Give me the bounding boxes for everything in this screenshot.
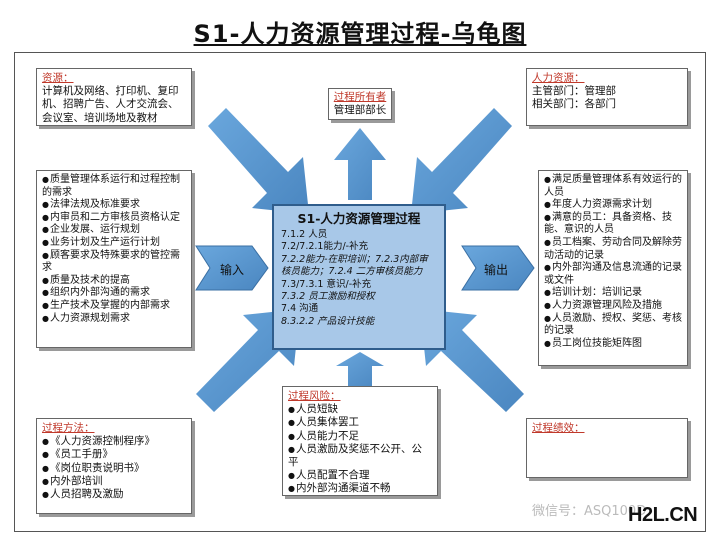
risk-item: 人员集体罢工	[288, 416, 432, 429]
method-item: 内外部培训	[42, 475, 186, 488]
output-chevron-arrow	[461, 245, 535, 291]
output-item: 满足质量管理体系有效运行的人员	[544, 174, 682, 199]
resources-heading: 资源：	[42, 72, 74, 84]
input-item: 组织内外部沟通的需求	[42, 287, 186, 300]
human-resources-box: 人力资源： 主管部门：管理部 相关部门：各部门	[526, 68, 688, 126]
risk-item: 人员配置不合理	[288, 469, 432, 482]
clause-item: 7.3.2 员工激励和授权	[281, 291, 375, 303]
input-chevron-arrow	[195, 245, 269, 291]
clause-item: 7.4 沟通	[281, 303, 319, 315]
input-item: 法律法规及标准要求	[42, 199, 186, 212]
output-item: 人员激励、授权、奖惩、考核的记录	[544, 313, 682, 338]
output-item: 满意的员工：具备资格、技能、意识的人员	[544, 212, 682, 237]
clause-item: 7.1.2 人员	[281, 229, 328, 240]
output-item: 员工岗位技能矩阵图	[544, 338, 682, 351]
input-item: 质量及技术的提高	[42, 275, 186, 288]
wechat-watermark: 微信号：ASQ100D	[532, 504, 647, 519]
input-item: 顾客要求及特殊要求的管控需求	[42, 250, 186, 275]
risk-item: 内外部沟通渠道不畅	[288, 482, 432, 495]
output-item: 培训计划：培训记录	[544, 287, 682, 300]
method-item: 《员工手册》	[42, 448, 186, 461]
resources-box: 资源： 计算机及网络、打印机、复印机、招聘广告、人才交流会、会议室、培训场地及教…	[36, 68, 192, 126]
input-item: 企业发展、运行规划	[42, 224, 186, 237]
process-performance-box: 过程绩效：	[526, 418, 688, 478]
arrow-top-center	[334, 128, 386, 200]
resources-text: 计算机及网络、打印机、复印机、招聘广告、人才交流会、会议室、培训场地及教材	[42, 85, 179, 124]
process-methods-box: 过程方法： 《人力资源控制程序》 《员工手册》 《岗位职责说明书》 内外部培训 …	[36, 418, 192, 514]
clause-item: 7.2.2能力-在职培训；7.2.3内部审核员能力；7.2.4 二方审核员能力	[281, 253, 428, 278]
outputs-box: 满足质量管理体系有效运行的人员 年度人力资源需求计划 满意的员工：具备资格、技能…	[538, 170, 688, 366]
input-item: 人力资源规划需求	[42, 313, 186, 326]
process-owner-box: 过程所有者 管理部部长	[328, 88, 392, 120]
risk-item: 人员能力不足	[288, 430, 432, 443]
input-item: 内审员和二方审核员资格认定	[42, 212, 186, 225]
risk-item: 人员短缺	[288, 403, 432, 416]
method-item: 《岗位职责说明书》	[42, 462, 186, 475]
clause-item: 7.3/7.3.1 意识/-补充	[281, 278, 372, 290]
output-item: 员工档案、劳动合同及解除劳动活动的记录	[544, 237, 682, 262]
process-title: S1-人力资源管理过程	[297, 211, 421, 226]
human-resources-heading: 人力资源：	[532, 72, 585, 84]
arrow-bottom-right	[420, 309, 524, 412]
output-item: 年度人力资源需求计划	[544, 199, 682, 212]
arrow-bottom-center	[336, 352, 384, 386]
process-risks-box: 过程风险： 人员短缺 人员集体罢工 人员能力不足 人员激励及奖惩不公开、公平 人…	[282, 386, 438, 496]
output-item: 内外部沟通及信息流通的记录或文件	[544, 262, 682, 287]
arrow-top-right	[411, 108, 512, 214]
diagram-frame	[14, 52, 706, 532]
human-resources-line: 主管部门：管理部	[532, 85, 616, 98]
process-center-box: S1-人力资源管理过程 7.1.2 人员 7.2/7.2.1能力/-补充 7.2…	[272, 204, 446, 350]
process-owner-text: 管理部部长	[333, 104, 387, 117]
risk-item: 人员激励及奖惩不公开、公平	[288, 443, 432, 469]
inputs-box: 质量管理体系运行和过程控制的需求 法律法规及标准要求 内审员和二方审核员资格认定…	[36, 170, 192, 348]
site-logo: H2L.CN	[628, 504, 698, 526]
process-performance-heading: 过程绩效：	[532, 422, 585, 434]
process-methods-heading: 过程方法：	[42, 422, 95, 434]
method-item: 《人力资源控制程序》	[42, 435, 186, 448]
output-item: 人力资源管理风险及措施	[544, 300, 682, 313]
output-label: 输出	[483, 263, 508, 277]
input-item: 质量管理体系运行和过程控制的需求	[42, 174, 186, 199]
process-owner-heading: 过程所有者	[333, 91, 387, 103]
human-resources-line: 相关部门：各部门	[532, 98, 616, 111]
process-risks-heading: 过程风险：	[288, 390, 341, 402]
input-label: 输入	[219, 263, 244, 277]
input-item: 生产技术及掌握的内部需求	[42, 300, 186, 313]
arrow-top-left	[208, 108, 309, 214]
clause-item: 7.2/7.2.1能力/-补充	[281, 241, 369, 253]
input-item: 业务计划及生产运行计划	[42, 237, 186, 250]
clause-item: 8.3.2.2 产品设计技能	[281, 315, 375, 327]
page-title: S1-人力资源管理过程-乌龟图	[193, 20, 527, 48]
method-item: 人员招聘及激励	[42, 488, 186, 501]
